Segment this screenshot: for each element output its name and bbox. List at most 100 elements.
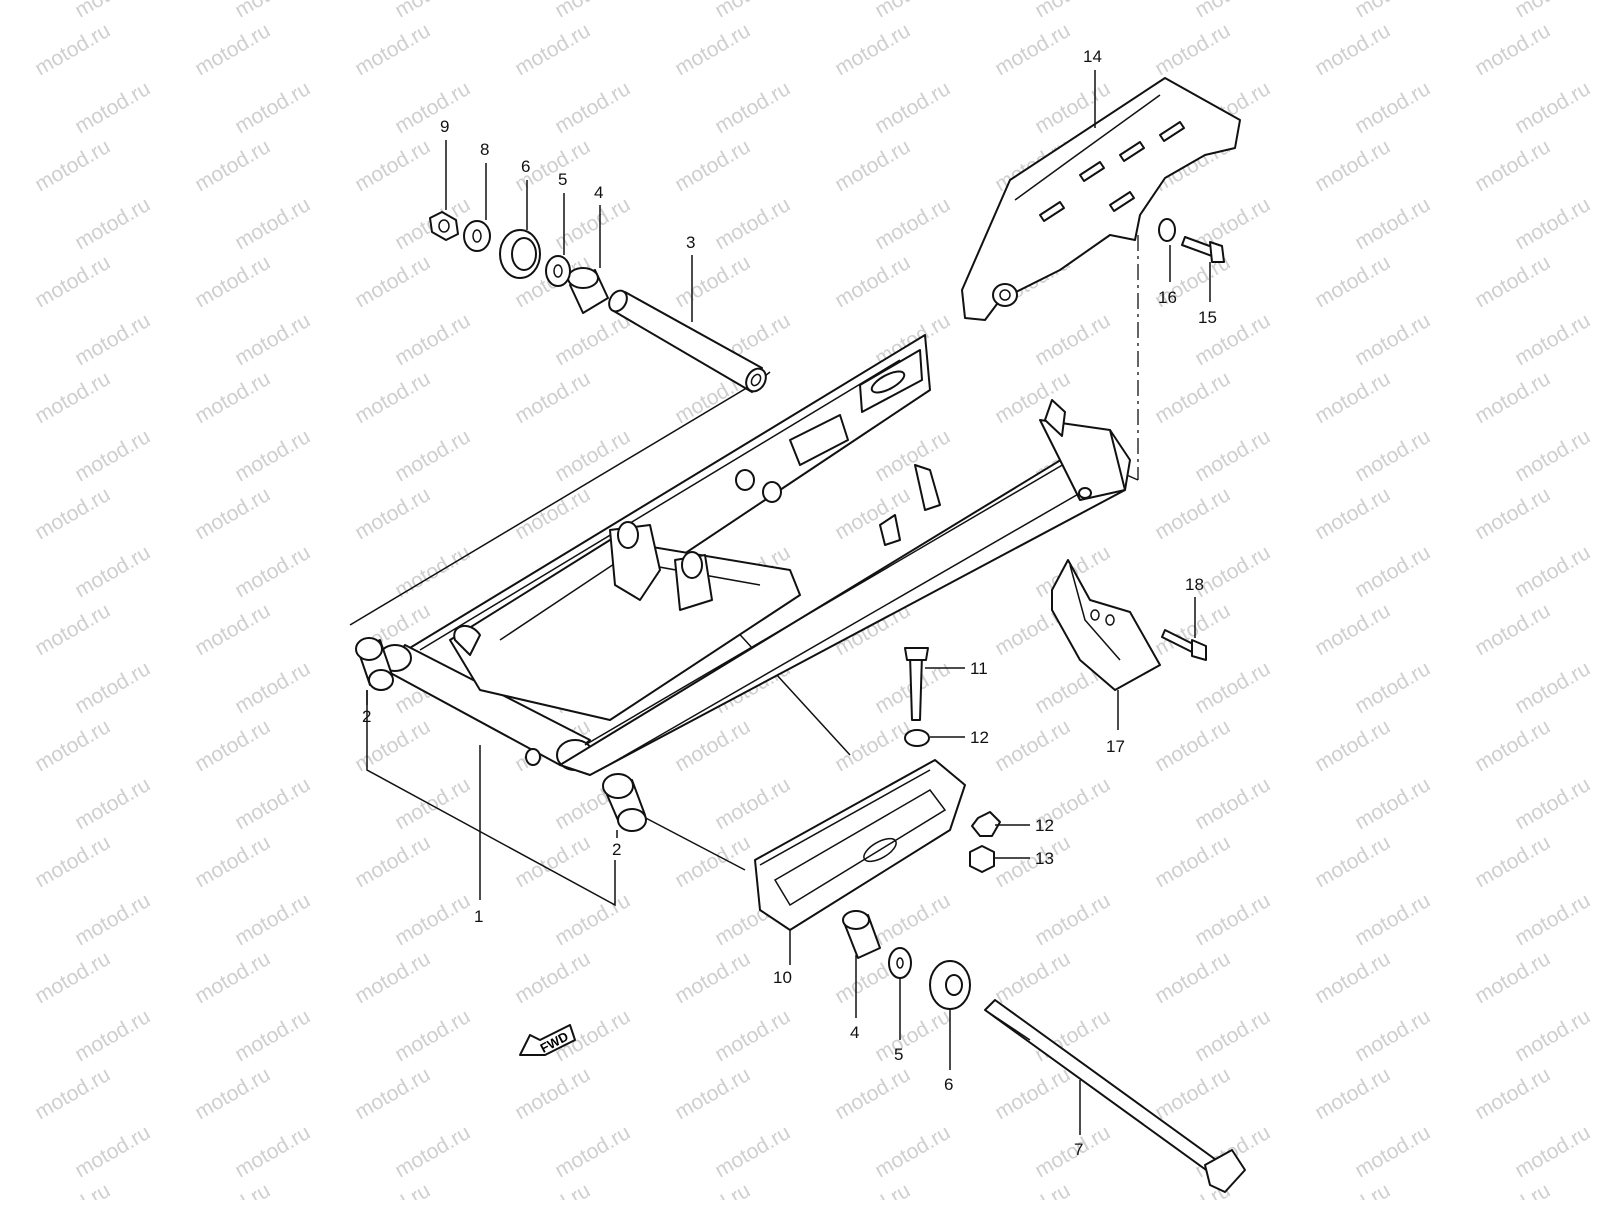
- callout-8: 8: [480, 140, 489, 159]
- watermark-text: motod.ru: [31, 1063, 114, 1124]
- watermark-text: motod.ru: [671, 947, 754, 1008]
- watermark-text: motod.ru: [351, 135, 434, 196]
- callout-13: 13: [1035, 849, 1054, 868]
- watermark-text: motod.ru: [511, 1179, 594, 1200]
- callout-labels: 9 8 6 5 4 3 14 16 15 18 11 12 17 12 13 2…: [362, 47, 1217, 1159]
- watermark-text: motod.ru: [391, 77, 474, 138]
- watermark-text: motod.ru: [1471, 367, 1554, 428]
- watermark-text: motod.ru: [711, 193, 794, 254]
- watermark-text: motod.ru: [871, 1005, 954, 1066]
- watermark-text: motod.ru: [991, 831, 1074, 892]
- watermark-text: motod.ru: [831, 483, 914, 544]
- watermark-text: motod.ru: [871, 889, 954, 950]
- watermark-text: motod.ru: [1191, 0, 1274, 22]
- callout-2a: 2: [362, 707, 371, 726]
- watermark-text: motod.ru: [191, 367, 274, 428]
- callout-3: 3: [686, 233, 695, 252]
- watermark-text: motod.ru: [1311, 19, 1394, 80]
- watermark-text: motod.ru: [231, 773, 314, 834]
- chain-slider: [754, 759, 966, 931]
- watermark-text: motod.ru: [671, 1063, 754, 1124]
- watermark-text: motod.ru: [1351, 773, 1434, 834]
- watermark-text: motod.ru: [31, 715, 114, 776]
- watermark-text: motod.ru: [991, 1179, 1074, 1200]
- swingarm: [378, 334, 1131, 776]
- watermark-text: motod.ru: [831, 135, 914, 196]
- watermark-text: motod.ru: [1191, 773, 1274, 834]
- watermark-text: motod.ru: [671, 19, 754, 80]
- watermark-text: motod.ru: [71, 773, 154, 834]
- watermark-text: motod.ru: [1511, 425, 1594, 486]
- callout-2b: 2: [612, 840, 621, 859]
- watermark-text: motod.ru: [1471, 831, 1554, 892]
- callout-5b: 5: [894, 1045, 903, 1064]
- watermark-text: motod.ru: [1471, 599, 1554, 660]
- watermark-text: motod.ru: [551, 1121, 634, 1182]
- watermark-text: motod.ru: [871, 425, 954, 486]
- watermark-text: motod.ru: [71, 0, 154, 22]
- watermark-text: motod.ru: [1151, 483, 1234, 544]
- watermark-text: motod.ru: [511, 947, 594, 1008]
- watermark-text: motod.ru: [871, 77, 954, 138]
- watermark-text: motod.ru: [1471, 947, 1554, 1008]
- watermark-text: motod.ru: [1031, 0, 1114, 22]
- watermark-text: motod.ru: [711, 1005, 794, 1066]
- watermark-text: motod.ru: [1471, 1179, 1554, 1200]
- callout-15: 15: [1198, 308, 1217, 327]
- spacer-tube: [608, 289, 767, 393]
- watermark-text: motod.ru: [231, 193, 314, 254]
- watermark-text: motod.ru: [31, 483, 114, 544]
- watermark-text: motod.ru: [511, 1063, 594, 1124]
- watermark-text: motod.ru: [1151, 19, 1234, 80]
- watermark-text: motod.ru: [1151, 1063, 1234, 1124]
- callout-6b: 6: [944, 1075, 953, 1094]
- watermark-text: motod.ru: [71, 193, 154, 254]
- watermark-text: motod.ru: [1191, 889, 1274, 950]
- watermark-text: motod.ru: [1351, 425, 1434, 486]
- watermark-text: motod.ru: [231, 309, 314, 370]
- watermark-text: motod.ru: [991, 1063, 1074, 1124]
- watermark-text: motod.ru: [31, 1179, 114, 1200]
- watermark-text: motod.ru: [1511, 889, 1594, 950]
- watermark-text: motod.ru: [511, 831, 594, 892]
- callout-4b: 4: [850, 1023, 859, 1042]
- watermark-text: motod.ru: [191, 715, 274, 776]
- watermark-text: motod.ru: [831, 1063, 914, 1124]
- watermark-text: motod.ru: [991, 715, 1074, 776]
- watermark-text: motod.ru: [71, 541, 154, 602]
- watermark-text: motod.ru: [191, 1063, 274, 1124]
- watermark-text: motod.ru: [231, 889, 314, 950]
- watermark-text: motod.ru: [191, 19, 274, 80]
- watermark-text: motod.ru: [1311, 831, 1394, 892]
- watermark-text: motod.ru: [1351, 1005, 1434, 1066]
- watermark-text: motod.ru: [831, 251, 914, 312]
- watermark-text: motod.ru: [1471, 19, 1554, 80]
- watermark-text: motod.ru: [671, 251, 754, 312]
- watermark-text: motod.ru: [1511, 193, 1594, 254]
- lower-hardware-stack: [842, 910, 971, 1010]
- watermark-text: motod.ru: [831, 19, 914, 80]
- watermark-text: motod.ru: [671, 135, 754, 196]
- watermark-text: motod.ru: [1191, 425, 1274, 486]
- guard-bolt: [1161, 629, 1207, 661]
- watermark-text: motod.ru: [231, 1005, 314, 1066]
- watermark-text: motod.ru: [871, 1121, 954, 1182]
- callout-5a: 5: [558, 170, 567, 189]
- callout-6a: 6: [521, 157, 530, 176]
- watermark-text: motod.ru: [1471, 715, 1554, 776]
- watermark-text: motod.ru: [231, 541, 314, 602]
- watermark-text: motod.ru: [671, 831, 754, 892]
- watermark-text: motod.ru: [1151, 947, 1234, 1008]
- watermark-text: motod.ru: [1351, 77, 1434, 138]
- watermark-text: motod.ru: [1311, 135, 1394, 196]
- watermark-text: motod.ru: [391, 889, 474, 950]
- watermark-text: motod.ru: [1351, 657, 1434, 718]
- watermark-text: motod.ru: [1511, 0, 1594, 22]
- watermark-text: motod.ru: [711, 773, 794, 834]
- watermark-text: motod.ru: [1311, 1063, 1394, 1124]
- watermark-text: motod.ru: [1031, 889, 1114, 950]
- chain-case-bolt: [1158, 218, 1225, 263]
- watermark-text: motod.ru: [71, 889, 154, 950]
- slider-nut: [969, 811, 1001, 873]
- watermark-text: motod.ru: [231, 77, 314, 138]
